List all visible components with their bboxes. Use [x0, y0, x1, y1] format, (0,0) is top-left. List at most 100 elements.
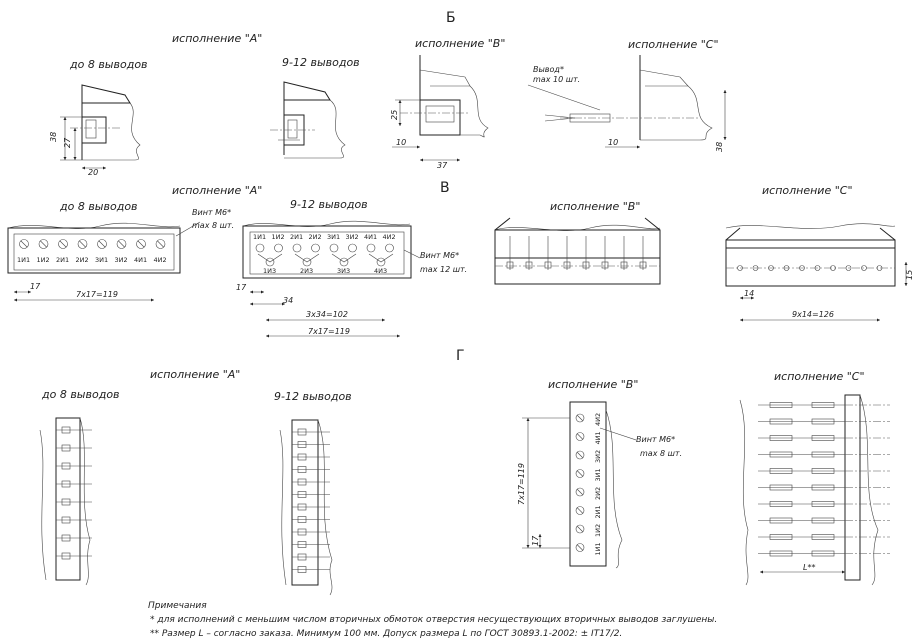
terminal-screw-icon — [38, 239, 49, 249]
section-g-c-block: L** — [739, 394, 890, 586]
dim-g-b-7x17: 7x17=119 — [517, 463, 526, 505]
section-v-9-12-title: 9-12 выводов — [290, 198, 368, 211]
section-v-screw-a12-max: max 12 шт. — [420, 265, 467, 274]
section-g-9-12-title: 9-12 выводов — [274, 390, 352, 403]
section-b-up-to-8-title: до 8 выводов — [69, 58, 148, 71]
terminal-label: 4И2 — [594, 413, 602, 426]
terminal-screw-icon — [575, 469, 585, 478]
dim-b-c-10: 10 — [608, 138, 618, 147]
section-g-a8-block — [39, 417, 92, 586]
terminal-screw-icon — [575, 506, 585, 515]
section-g-a12-block — [279, 419, 333, 596]
notes-line-1: * для исполнений с меньшим числом вторич… — [150, 615, 717, 625]
section-g-variant-c-title: исполнение "С" — [774, 370, 865, 383]
section-b-b-view: 25 10 37 — [390, 55, 489, 170]
terminal-label: 1И2 — [37, 256, 50, 264]
section-b-9-12-title: 9-12 выводов — [282, 56, 360, 69]
terminal-label: 1И2 — [594, 524, 602, 537]
terminal-label: 2И1 — [56, 256, 69, 264]
terminal-label: 3И2 — [346, 233, 359, 241]
section-b-lead-label: Вывод* — [533, 65, 564, 74]
section-g-screw-max: max 8 шт. — [640, 449, 682, 458]
section-b-lead-max: max 10 шт. — [533, 75, 580, 84]
dim-v-c-9x14: 9x14=126 — [792, 310, 834, 319]
section-v-label: В — [440, 180, 450, 196]
terminal-screw-icon — [575, 432, 585, 441]
dim-b-b-37: 37 — [437, 161, 448, 170]
terminal-screw-icon — [292, 243, 302, 253]
dim-v-a12-3x34: 3x34=102 — [306, 310, 348, 319]
section-v-c-block: 14 9x14=126 15 — [725, 223, 914, 322]
dim-v-a8-17: 17 — [30, 282, 41, 291]
notes-line-2: ** Размер L – согласно заказа. Минимум 1… — [150, 629, 622, 639]
terminal-screw-icon — [575, 524, 585, 534]
section-v-variant-a-title: исполнение "А" — [172, 184, 262, 197]
terminal-screw-icon — [575, 487, 585, 497]
dim-v-a12-34: 34 — [283, 296, 293, 305]
section-b-a8-view: 38 27 20 — [49, 84, 141, 177]
terminal-label: 1И2 — [272, 233, 285, 241]
dim-v-a12-17: 17 — [236, 283, 247, 292]
terminal-label: 2И2 — [309, 233, 322, 241]
dim-v-c-15: 15 — [905, 270, 914, 280]
terminal-label: 2И1 — [290, 233, 303, 241]
dim-b-a8-20: 20 — [88, 168, 98, 177]
section-v-variant-c-title: исполнение "С" — [762, 184, 853, 197]
section-b-variant-b-title: исполнение "В" — [415, 37, 505, 50]
terminal-screw-icon — [77, 239, 88, 249]
terminal-label: 4И1 — [594, 431, 602, 444]
terminal-screw-icon — [339, 257, 349, 267]
dim-v-a8-7x17: 7x17=119 — [76, 290, 118, 299]
terminal-screw-icon — [311, 243, 320, 253]
dim-b-c-38: 38 — [715, 142, 724, 152]
section-b-variant-c-title: исполнение "С" — [628, 38, 719, 51]
terminal-screw-icon — [575, 543, 585, 552]
dim-b-b-25: 25 — [390, 110, 399, 120]
terminal-label: 3И1 — [327, 233, 340, 241]
dim-v-a12-7x17: 7x17=119 — [308, 327, 350, 336]
terminal-screw-icon — [116, 239, 127, 249]
dim-b-a8-38: 38 — [49, 132, 58, 142]
terminal-screw-icon — [302, 257, 312, 267]
terminal-screw-icon — [385, 243, 394, 253]
terminal-label: 2И2 — [594, 487, 602, 500]
section-v-screw-a12-label: Винт М6* — [420, 251, 459, 260]
section-g-variant-b-title: исполнение "В" — [548, 378, 638, 391]
dim-b-b-10: 10 — [396, 138, 406, 147]
terminal-label: 1И1 — [253, 233, 266, 241]
terminal-label: 3И2 — [594, 450, 602, 463]
section-b-a12-view — [270, 81, 346, 159]
section-b-c-view: Вывод* max 10 шт. 10 38 — [527, 55, 727, 152]
terminal-label: 2И1 — [594, 505, 602, 518]
terminal-label: 2И2 — [76, 256, 89, 264]
section-g-variant-a-title: исполнение "А" — [150, 368, 240, 381]
terminal-screw-icon — [329, 243, 339, 253]
terminal-screw-icon — [348, 243, 357, 253]
terminal-screw-icon — [136, 239, 146, 249]
terminal-screw-icon — [19, 239, 29, 249]
terminal-screw-icon — [58, 239, 68, 249]
section-v-b-block — [494, 217, 661, 285]
terminal-label: 3И2 — [115, 256, 128, 264]
dim-g-b-17: 17 — [531, 535, 540, 546]
terminal-label: 3И1 — [95, 256, 108, 264]
terminal-screw-icon — [274, 243, 283, 253]
section-b-label: Б — [446, 10, 456, 26]
terminal-label: 1И1 — [17, 256, 30, 264]
terminal-label: 4И1 — [134, 256, 147, 264]
terminal-label: 4И2 — [383, 233, 396, 241]
terminal-screw-icon — [255, 243, 265, 253]
terminal-label: 2И3 — [300, 267, 313, 275]
section-v-screw-a-label: Винт М6* — [192, 208, 231, 217]
section-b-variant-a-title: исполнение "А" — [172, 32, 262, 45]
terminal-screw-icon — [97, 239, 107, 249]
dim-v-c-14: 14 — [744, 289, 754, 298]
terminal-label: 4И2 — [154, 256, 167, 264]
terminal-screw-icon — [575, 450, 585, 460]
terminal-label: 4И1 — [364, 233, 377, 241]
terminal-screw-icon — [155, 239, 166, 249]
